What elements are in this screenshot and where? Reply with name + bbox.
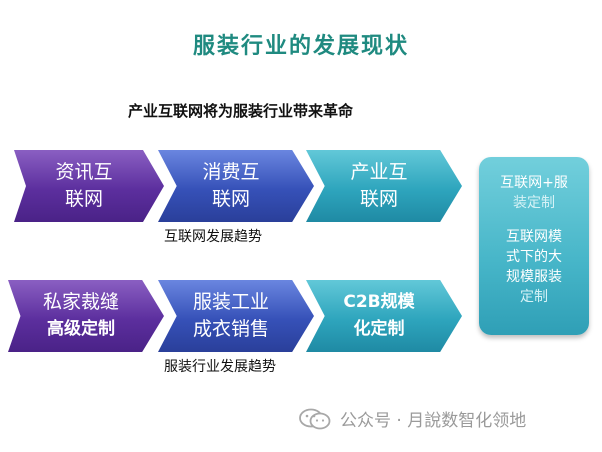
result-line: 定制 bbox=[520, 289, 548, 305]
wechat-icon bbox=[299, 408, 331, 429]
arrow-label-line1: 服装工业 bbox=[192, 291, 269, 313]
result-line: 互联网模 bbox=[506, 229, 562, 245]
arrow-industrial-apparel: 服装工业 成衣销售 bbox=[158, 280, 314, 352]
subtitle: 产业互联网将为服装行业带来革命 bbox=[128, 102, 354, 120]
arrow-label-line2: 联网 bbox=[211, 188, 250, 210]
arrow-label-line2: 联网 bbox=[359, 188, 398, 210]
arrow-label-line2: 高级定制 bbox=[46, 319, 115, 339]
result-line: 装定制 bbox=[513, 195, 555, 211]
arrow-private-tailor: 私家裁缝 高级定制 bbox=[8, 280, 164, 352]
arrow-label-line1: 产业互 bbox=[350, 161, 408, 183]
arrow-label-line1: 消费互 bbox=[202, 161, 260, 183]
result-line: 式下的大 bbox=[506, 249, 562, 265]
arrow-label-line2: 化定制 bbox=[353, 319, 405, 339]
arrow-label-line1: C2B规模 bbox=[343, 292, 415, 312]
arrow-info-internet: 资讯互 联网 bbox=[14, 150, 164, 222]
arrow-consumer-internet: 消费互 联网 bbox=[158, 150, 314, 222]
page-title: 服装行业的发展现状 bbox=[192, 34, 409, 59]
arrow-label-line1: 资讯互 bbox=[55, 161, 113, 183]
arrow-label-line2: 联网 bbox=[64, 188, 103, 210]
arrow-label-line1: 私家裁缝 bbox=[42, 291, 119, 313]
watermark-text: 公众号 · 月說数智化领地 bbox=[340, 411, 527, 431]
result-line: 互联网+服 bbox=[500, 175, 568, 191]
arrow-c2b-customization: C2B规模 化定制 bbox=[306, 280, 462, 352]
result-box: 互联网+服 装定制 互联网模 式下的大 规模服装 定制 bbox=[479, 157, 589, 335]
row2-caption: 服装行业发展趋势 bbox=[164, 359, 276, 375]
result-description: 互联网模 式下的大 规模服装 定制 bbox=[479, 227, 589, 307]
result-heading: 互联网+服 装定制 bbox=[479, 173, 589, 213]
arrow-industrial-internet: 产业互 联网 bbox=[306, 150, 462, 222]
row1-caption: 互联网发展趋势 bbox=[164, 229, 262, 245]
watermark: 公众号 · 月說数智化领地 bbox=[298, 406, 526, 431]
arrow-label-line2: 成衣销售 bbox=[192, 318, 269, 340]
result-line: 规模服装 bbox=[506, 269, 562, 285]
